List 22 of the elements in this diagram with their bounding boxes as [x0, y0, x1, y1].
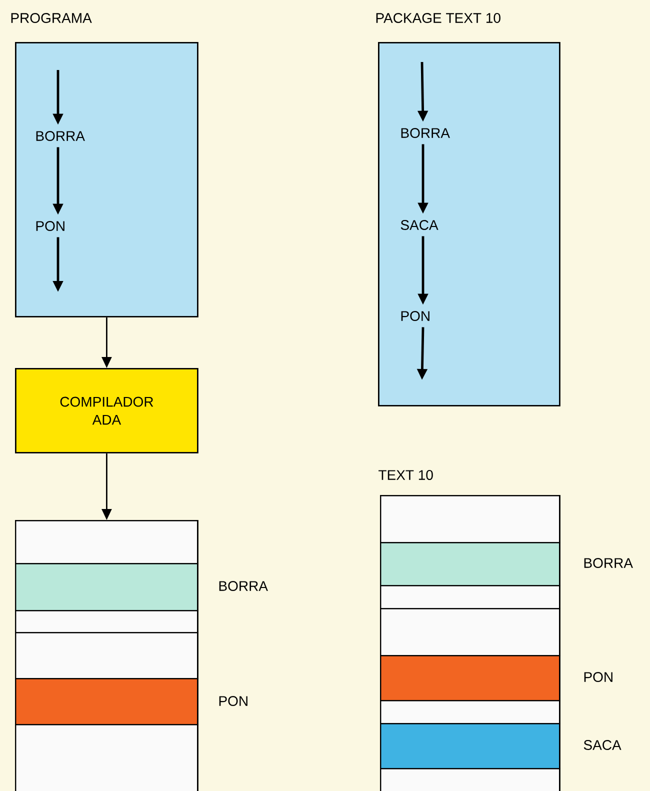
- heading: PROGRAMA: [11, 13, 92, 23]
- step-label: BORRA: [401, 128, 450, 138]
- memory-band: [15, 724, 198, 791]
- band-label: PON: [219, 696, 248, 706]
- step-label: BORRA: [36, 131, 85, 141]
- step-label: SACA: [400, 220, 438, 230]
- step-label: PON: [401, 311, 430, 321]
- band-label: PON: [584, 672, 612, 682]
- heading: PACKAGE TEXT 10: [376, 13, 500, 23]
- memory-band: [380, 768, 560, 791]
- memory-band: [380, 608, 560, 656]
- memory-band: [380, 495, 560, 544]
- memory-band: [15, 610, 198, 634]
- band-label: BORRA: [584, 558, 633, 568]
- memory-band: [380, 585, 560, 610]
- compiler-box: COMPILADOR ADA: [15, 368, 198, 454]
- memory-band: [15, 520, 198, 564]
- memory-band: [380, 700, 560, 724]
- heading: TEXT 10: [378, 470, 433, 480]
- band-label: BORRA: [219, 581, 268, 591]
- band-label: SACA: [584, 740, 622, 750]
- step-label: PON: [36, 221, 64, 231]
